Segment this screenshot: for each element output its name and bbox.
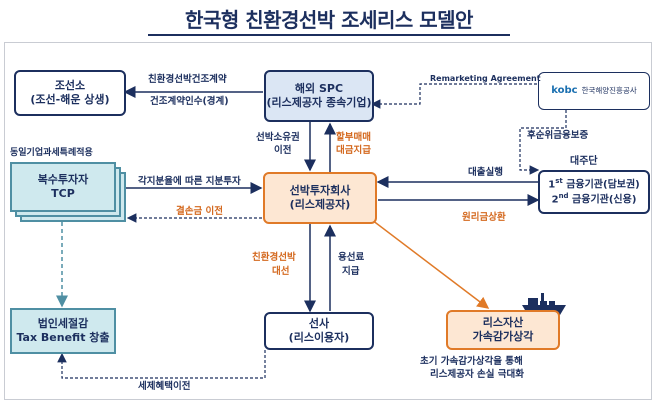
sic-sublabel: (리스제공자) bbox=[289, 198, 351, 211]
ship-investment-company-box: 선박투자회사 (리스제공자) bbox=[263, 172, 377, 224]
spc-label: 해외 SPC bbox=[294, 82, 344, 96]
deficit-label: 결손금 이전 bbox=[176, 206, 224, 217]
installment-label-1: 할부매매 bbox=[336, 132, 371, 143]
remarketing-label: Remarketing Agreement bbox=[430, 74, 541, 83]
shipyard-sublabel: (조선-해운 상생) bbox=[30, 93, 110, 106]
tax-transfer-label: 세제혜택이전 bbox=[138, 381, 191, 392]
installment-label-2: 대금지급 bbox=[336, 145, 371, 156]
investors-sublabel: TCP bbox=[51, 187, 75, 200]
shipping-sublabel: (리스이용자) bbox=[288, 331, 350, 344]
lease-asset-sublabel: 가속감가상각 bbox=[472, 330, 534, 343]
diagram-title: 한국형 친환경선박 조세리스 모델안 bbox=[185, 8, 473, 32]
lender-2: 2nd 금융기관(신용) bbox=[551, 192, 637, 206]
diagram-frame bbox=[4, 42, 652, 400]
shipyard-box: 조선소 (조선-해운 상생) bbox=[14, 70, 126, 116]
spc-sublabel: (리스제공자 종속기업) bbox=[266, 96, 372, 109]
kobc-logo: kobc bbox=[551, 84, 578, 96]
contract-label-1: 친환경선박건조계약 bbox=[148, 74, 227, 85]
kobc-box: kobc 한국해양진흥공사 bbox=[538, 72, 650, 110]
lenders-box: 1st 금융기관(담보권) 2nd 금융기관(신용) bbox=[538, 170, 650, 214]
eco-ship-label-2: 대선 bbox=[272, 266, 290, 277]
guarantee-label: 후순위금융보증 bbox=[527, 130, 589, 141]
equity-label: 각지분율에 따른 지분투자 bbox=[138, 176, 241, 187]
ownership-label-1: 선박소유권 bbox=[256, 132, 300, 143]
shipyard-label: 조선소 bbox=[54, 79, 86, 93]
tax-benefit-label: 법인세절감 bbox=[37, 317, 89, 331]
arrow-kobc-guarantee bbox=[519, 110, 567, 175]
contract-label-2: 건조계약인수(경계) bbox=[150, 96, 229, 107]
eco-ship-label-1: 친환경선박 bbox=[252, 252, 296, 263]
tax-benefit-sublabel: Tax Benefit 창출 bbox=[16, 331, 110, 344]
ownership-label-2: 이전 bbox=[274, 145, 292, 156]
lease-asset-box: 리스자산 가속감가상각 bbox=[446, 310, 560, 350]
investors-label: 복수투자자 bbox=[37, 173, 89, 187]
shipping-label: 선사 bbox=[308, 317, 330, 331]
lease-asset-note-2: 리스제공자 손실 극대화 bbox=[430, 369, 525, 380]
charter-label-1: 용선료 bbox=[338, 252, 365, 263]
repayment-label: 원리금상환 bbox=[462, 212, 506, 223]
arrow-kobc-remarketing bbox=[370, 83, 537, 109]
lease-asset-note-1: 초기 가속감가상각을 통해 bbox=[420, 356, 523, 367]
tax-benefit-box: 법인세절감 Tax Benefit 창출 bbox=[10, 308, 116, 354]
charter-label-2: 지급 bbox=[342, 266, 360, 277]
loan-exec-label: 대출실행 bbox=[468, 167, 503, 178]
sic-label: 선박투자회사 bbox=[289, 184, 351, 198]
kobc-name: 한국해양진흥공사 bbox=[581, 86, 637, 96]
investors-note: 동일기업과세특례적용 bbox=[10, 148, 93, 158]
overseas-spc-box: 해외 SPC (리스제공자 종속기업) bbox=[264, 70, 374, 122]
arrow-tax-transfer bbox=[57, 350, 266, 379]
shipping-company-box: 선사 (리스이용자) bbox=[264, 312, 374, 350]
lease-asset-label: 리스자산 bbox=[482, 316, 524, 330]
investors-box: 복수투자자 TCP bbox=[10, 162, 116, 212]
title-underline bbox=[148, 34, 510, 36]
lenders-header: 대주단 bbox=[570, 156, 598, 167]
lender-1: 1st 금융기관(담보권) bbox=[548, 177, 640, 191]
arrow-sic-to-lease-asset bbox=[371, 219, 490, 309]
